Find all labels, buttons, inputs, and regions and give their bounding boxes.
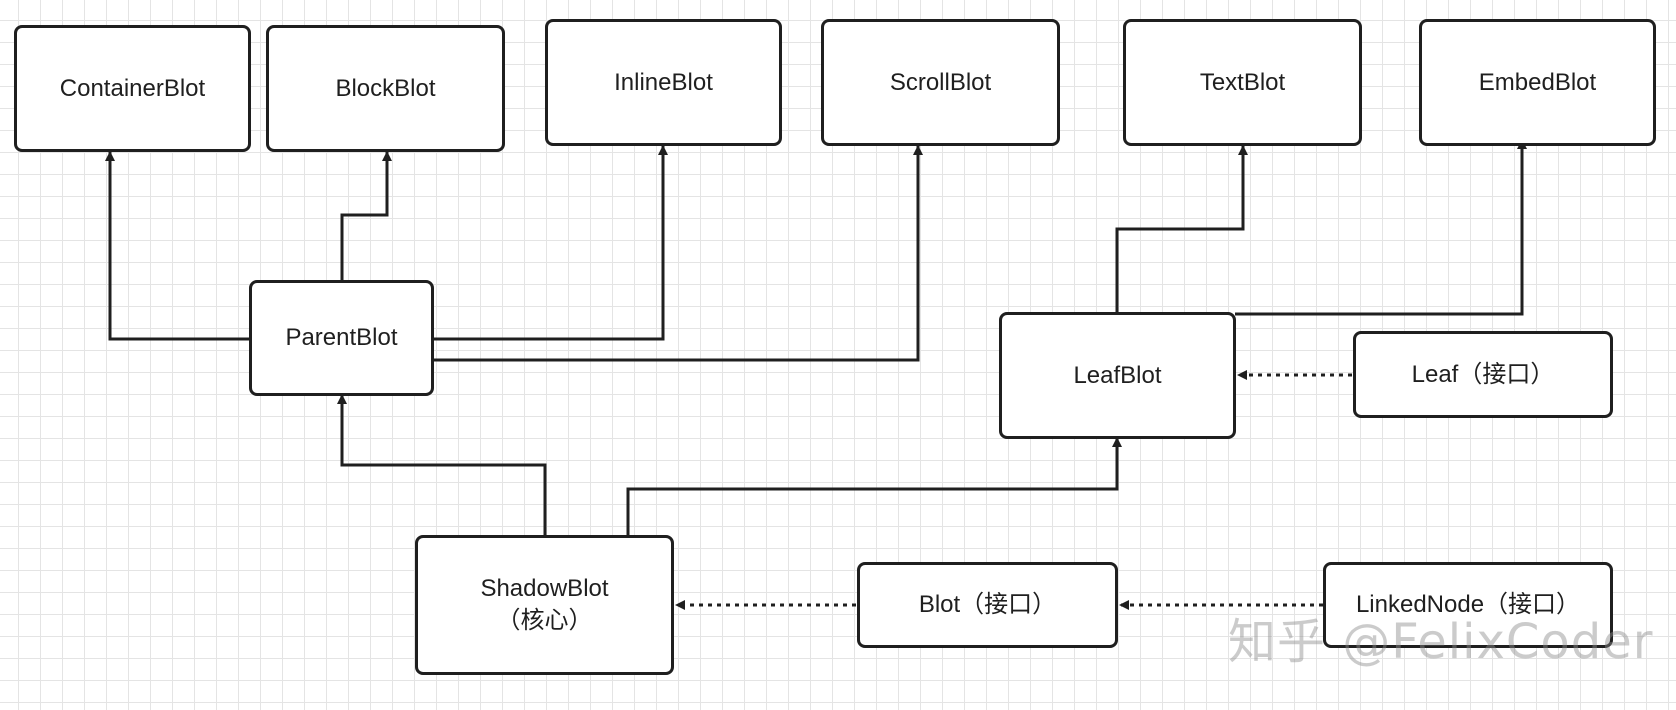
node-linked-node-interface-label: LinkedNode（接口） [1355, 591, 1581, 618]
node-text-blot: TextBlot [1123, 19, 1362, 146]
watermark: 知乎 @FelixCoder [1228, 614, 1654, 670]
node-blot-interface: Blot（接口） [857, 562, 1118, 648]
node-inline-blot-label: InlineBlot [614, 68, 713, 96]
node-block-blot-label: BlockBlot [335, 74, 436, 102]
node-shadow-blot-sublabel: （核心） [496, 607, 593, 634]
edge-leaf-to-text [1115, 145, 1248, 314]
node-parent-blot: ParentBlot [249, 280, 434, 396]
edge-leaf-to-embed [1235, 139, 1527, 316]
edge-parent-to-inline [433, 145, 668, 341]
node-leaf-blot: LeafBlot [999, 312, 1236, 439]
node-container-blot: ContainerBlot [14, 25, 251, 152]
node-linked-node-interface: LinkedNode（接口） [1323, 562, 1613, 648]
node-leaf-interface: Leaf（接口） [1353, 331, 1613, 418]
node-shadow-blot: ShadowBlot （核心） [415, 535, 674, 675]
node-block-blot: BlockBlot [266, 25, 505, 152]
node-leaf-blot-label: LeafBlot [1073, 361, 1162, 389]
node-embed-blot-label: EmbedBlot [1478, 68, 1597, 96]
node-blot-interface-label: Blot（接口） [918, 591, 1057, 618]
node-scroll-blot-label: ScrollBlot [889, 68, 992, 96]
node-embed-blot: EmbedBlot [1419, 19, 1656, 146]
node-parent-blot-label: ParentBlot [285, 324, 398, 351]
node-scroll-blot: ScrollBlot [821, 19, 1060, 146]
edge-shadow-to-leaf [626, 437, 1122, 536]
edge-shadow-to-parent [337, 394, 547, 536]
node-container-blot-label: ContainerBlot [59, 74, 206, 102]
node-shadow-blot-label: ShadowBlot [480, 575, 609, 602]
edge-parent-to-block [340, 151, 392, 281]
node-text-blot-label: TextBlot [1199, 68, 1286, 96]
node-shadow-blot-lines: ShadowBlot （核心） [480, 573, 608, 637]
node-inline-blot: InlineBlot [545, 19, 782, 146]
edge-parent-to-scroll [433, 145, 923, 362]
node-leaf-interface-label: Leaf（接口） [1411, 360, 1555, 388]
edge-parent-to-container [105, 151, 250, 341]
